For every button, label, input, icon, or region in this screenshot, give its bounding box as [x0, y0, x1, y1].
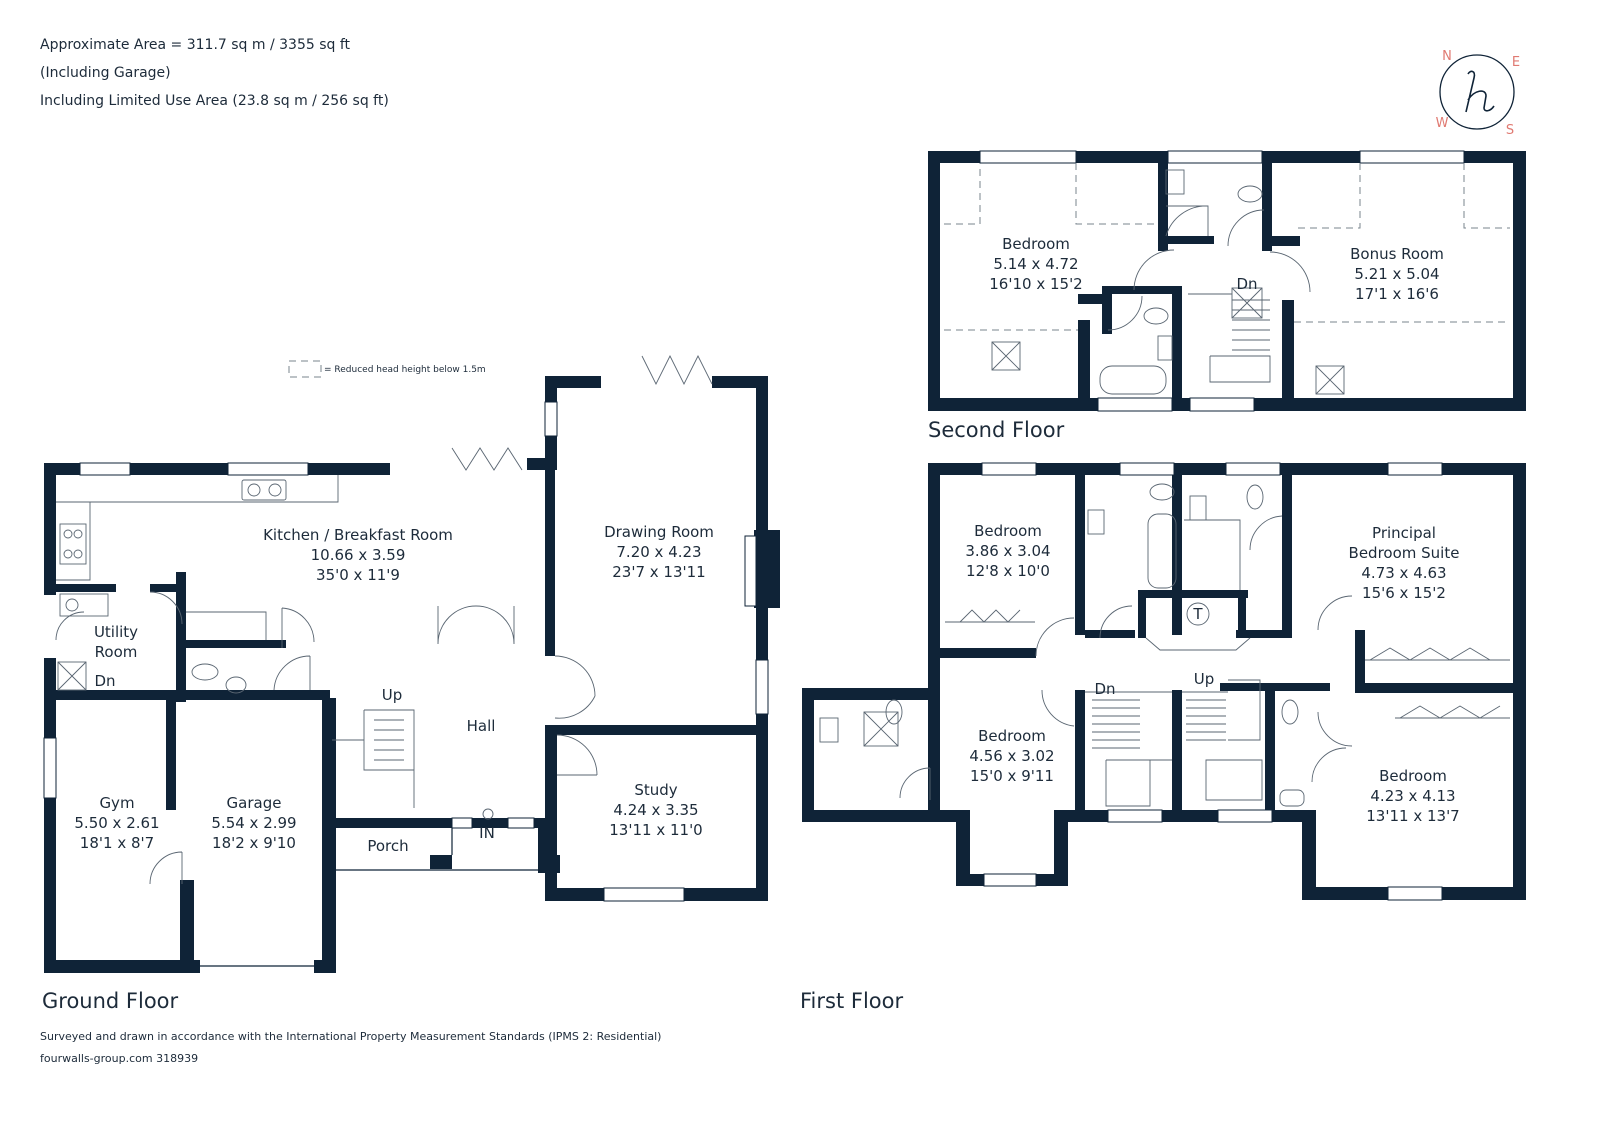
- ground-up-marker: Up: [382, 686, 403, 704]
- principal-suite-metric: 4.73 x 4.63: [1361, 564, 1446, 582]
- compass-s: S: [1506, 123, 1514, 138]
- study-metric: 4.24 x 3.35: [613, 801, 698, 819]
- ground-floor-title: Ground Floor: [42, 989, 179, 1013]
- bonus-room-imperial: 17'1 x 16'6: [1355, 285, 1439, 303]
- compass-logo: N E S W: [1436, 49, 1521, 138]
- kitchen-name: Kitchen / Breakfast Room: [263, 526, 453, 544]
- bedroom-second-metric: 5.14 x 4.72: [993, 255, 1078, 273]
- first-floor-plan: [802, 462, 1526, 901]
- study-name: Study: [634, 781, 677, 799]
- first-dn-marker: Dn: [1094, 680, 1115, 698]
- first-up-marker: Up: [1194, 670, 1215, 688]
- utility-room-name-2: Room: [95, 643, 138, 661]
- garage-imperial: 18'2 x 9'10: [212, 834, 296, 852]
- bonus-room-metric: 5.21 x 5.04: [1354, 265, 1439, 283]
- ground-floor-plan: [43, 354, 780, 973]
- bedroom-first-3-imperial: 13'11 x 13'7: [1366, 807, 1459, 825]
- bedroom-first-2-imperial: 15'0 x 9'11: [970, 767, 1054, 785]
- second-floor-title: Second Floor: [928, 418, 1065, 442]
- bedroom-first-1-name: Bedroom: [974, 522, 1042, 540]
- porch-name: Porch: [367, 837, 408, 855]
- drawing-room-name: Drawing Room: [604, 523, 714, 541]
- legend: = Reduced head height below 1.5m: [288, 360, 486, 378]
- principal-suite-name-2: Bedroom Suite: [1349, 544, 1460, 562]
- gym-name: Gym: [99, 794, 134, 812]
- utility-room-name: Utility: [94, 623, 138, 641]
- bedroom-first-3-name: Bedroom: [1379, 767, 1447, 785]
- survey-note: Surveyed and drawn in accordance with th…: [40, 1030, 662, 1043]
- gym-metric: 5.50 x 2.61: [74, 814, 159, 832]
- kitchen-metric: 10.66 x 3.59: [311, 546, 406, 564]
- drawing-room-metric: 7.20 x 4.23: [616, 543, 701, 561]
- compass-n: N: [1442, 49, 1452, 64]
- utility-dn-marker: Dn: [94, 672, 115, 690]
- gym-imperial: 18'1 x 8'7: [80, 834, 154, 852]
- first-floor-title: First Floor: [800, 989, 903, 1013]
- approximate-area: Approximate Area = 311.7 sq m / 3355 sq …: [40, 37, 351, 53]
- study-imperial: 13'11 x 11'0: [609, 821, 702, 839]
- kitchen-imperial: 35'0 x 11'9: [316, 566, 400, 584]
- bedroom-first-3-metric: 4.23 x 4.13: [1370, 787, 1455, 805]
- second-floor-plan: [928, 150, 1526, 412]
- bedroom-first-1-imperial: 12'8 x 10'0: [966, 562, 1050, 580]
- bedroom-second-name: Bedroom: [1002, 235, 1070, 253]
- garage-name: Garage: [227, 794, 282, 812]
- legend-text: = Reduced head height below 1.5m: [324, 365, 486, 375]
- bedroom-first-2-name: Bedroom: [978, 727, 1046, 745]
- second-dn-marker: Dn: [1236, 275, 1257, 293]
- bedroom-second-imperial: 16'10 x 15'2: [989, 275, 1082, 293]
- compass-w: W: [1436, 116, 1449, 131]
- bedroom-first-2-metric: 4.56 x 3.02: [969, 747, 1054, 765]
- drawing-room-imperial: 23'7 x 13'11: [612, 563, 705, 581]
- garage-note: (Including Garage): [40, 65, 171, 81]
- bedroom-first-1-metric: 3.86 x 3.04: [965, 542, 1050, 560]
- compass-e: E: [1512, 55, 1520, 70]
- reference-number: fourwalls-group.com 318939: [40, 1052, 199, 1065]
- tank-t-marker: T: [1192, 605, 1203, 623]
- hall-name: Hall: [467, 717, 496, 735]
- entrance-in-marker: IN: [479, 824, 495, 842]
- logo-h-icon: [1465, 70, 1495, 113]
- limited-use-area: Including Limited Use Area (23.8 sq m / …: [40, 93, 389, 109]
- legend-swatch: [288, 360, 322, 378]
- bonus-room-name: Bonus Room: [1350, 245, 1444, 263]
- principal-suite-imperial: 15'6 x 15'2: [1362, 584, 1446, 602]
- principal-suite-name: Principal: [1372, 524, 1436, 542]
- garage-metric: 5.54 x 2.99: [211, 814, 296, 832]
